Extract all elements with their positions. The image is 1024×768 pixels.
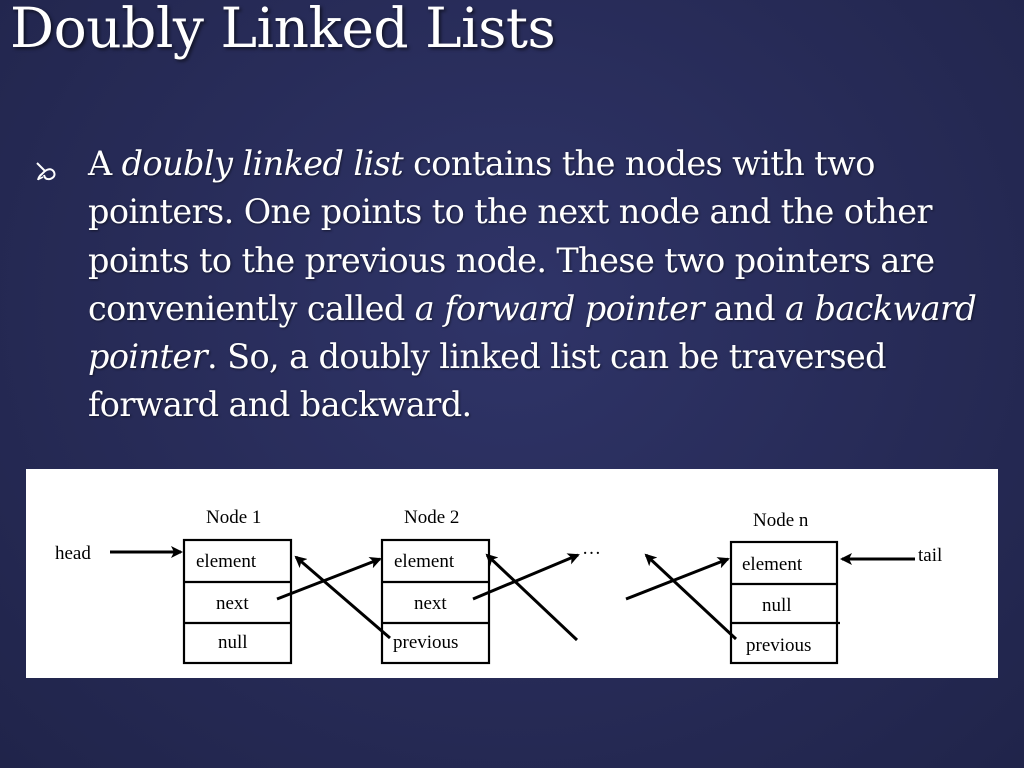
- node-2-element: element: [394, 551, 455, 572]
- node-n-box: [729, 540, 839, 665]
- node-n-title: Node n: [753, 510, 809, 531]
- diagram-canvas: head Node 1 element next null Node 2 ele…: [55, 507, 942, 665]
- forward-pointer-arrow-3: [625, 557, 730, 601]
- backward-pointer-arrow-1: [294, 555, 391, 640]
- node-2-next: next: [414, 593, 447, 614]
- paragraph-run: and: [703, 288, 786, 328]
- italic-term: doubly linked list: [121, 144, 404, 183]
- node-2-previous: previous: [393, 632, 458, 653]
- paragraph-run: . So, a doubly linked list can be traver…: [88, 337, 887, 425]
- node-1-next: next: [216, 593, 249, 614]
- italic-term: a backward pointer: [88, 288, 977, 377]
- node-1-box: [182, 538, 293, 665]
- backward-pointer-arrow-3: [644, 553, 738, 641]
- paragraph-run: contains the nodes with two pointers. On…: [88, 144, 935, 328]
- head-label: head: [55, 543, 91, 564]
- node-n-element: element: [742, 554, 803, 575]
- node-1-element: element: [196, 551, 257, 572]
- node-1-title: Node 1: [206, 507, 261, 528]
- node-2-box: [380, 538, 491, 665]
- bullet-paragraph: A doubly linked list contains the nodes …: [88, 140, 1003, 430]
- forward-pointer-arrow-2: [472, 553, 580, 601]
- linked-list-diagram: head Node 1 element next null Node 2 ele…: [26, 469, 998, 678]
- paragraph-run: A: [88, 144, 122, 183]
- ellipsis-label: …: [582, 538, 601, 559]
- tail-label: tail: [918, 545, 942, 566]
- italic-term: a forward pointer: [414, 288, 705, 328]
- node-2-title: Node 2: [404, 507, 459, 528]
- node-n-null: null: [762, 595, 792, 616]
- node-n-previous: previous: [746, 635, 811, 656]
- forward-pointer-arrow-1: [276, 557, 382, 601]
- node-1-null: null: [218, 632, 248, 653]
- scroll-bullet-icon: [36, 162, 56, 181]
- slide-title: Doubly Linked Lists: [10, 0, 556, 60]
- backward-pointer-arrow-2: [485, 553, 579, 642]
